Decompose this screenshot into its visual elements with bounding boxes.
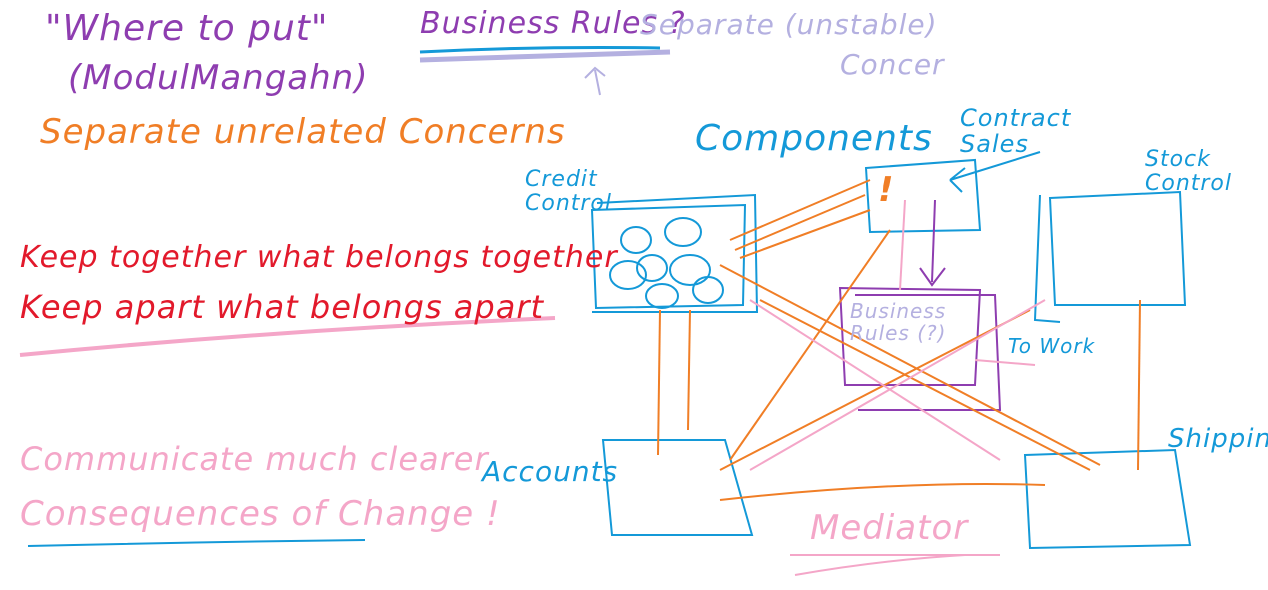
label-accounts: Accounts xyxy=(482,455,619,488)
stock-control-box xyxy=(1048,190,1187,306)
note-separate-unrelated: Separate unrelated Concerns xyxy=(40,112,566,152)
credit-control-box xyxy=(590,203,747,310)
credit-bubble-6 xyxy=(645,283,679,309)
separate-arrow xyxy=(584,66,606,96)
note-keep-together: Keep together what belongs together xyxy=(20,240,618,275)
note-consequences: Consequences of Change ! xyxy=(20,494,501,534)
label-business-rules-box: Business Rules (?) xyxy=(850,299,947,345)
stock-control-box-left xyxy=(1033,194,1061,323)
credit-bubble-7 xyxy=(692,276,724,304)
label-to-work: To Work xyxy=(1008,334,1096,358)
keep-apart-underline xyxy=(19,316,556,357)
business-rules-box-shadow xyxy=(855,294,1002,411)
exclamation-mark: ! xyxy=(878,170,895,210)
label-mediator: Mediator xyxy=(810,508,969,548)
credit-bubble-3 xyxy=(609,260,647,290)
business-rules-underline-2 xyxy=(419,49,671,63)
accounts-box xyxy=(601,439,754,536)
note-separate-unstable: Separate (unstable) xyxy=(640,8,938,41)
label-shipping: Shipping xyxy=(1168,424,1268,454)
business-rules-box xyxy=(838,286,982,386)
sales-to-rules-arrow xyxy=(919,199,946,287)
label-credit-control: Credit Control xyxy=(525,167,613,216)
contract-sales-arrow xyxy=(949,151,1041,193)
label-contract-sales: Contract Sales xyxy=(960,104,1072,158)
mediator-underline xyxy=(794,554,966,576)
credit-control-box-outer xyxy=(592,193,759,313)
pink-connections xyxy=(749,199,1046,556)
note-modul-mangahn: (ModulMangahn) xyxy=(68,58,369,98)
label-components: Components xyxy=(695,118,933,159)
shipping-box xyxy=(1023,448,1192,550)
consequences-underline xyxy=(27,539,366,547)
credit-bubble-1 xyxy=(620,226,652,254)
credit-bubble-5 xyxy=(669,254,711,286)
note-keep-apart: Keep apart what belongs apart xyxy=(20,288,545,326)
credit-bubble-2 xyxy=(664,217,702,247)
note-concer: Concer xyxy=(840,48,945,81)
orange-connections xyxy=(657,179,1141,501)
note-communicate: Communicate much clearer xyxy=(20,440,489,478)
business-rules-underline xyxy=(419,46,661,54)
note-business-rules: Business Rules ? xyxy=(420,6,686,41)
label-stock-control: Stock Control xyxy=(1145,147,1233,196)
credit-bubble-4 xyxy=(636,254,668,282)
note-where-to-put: "Where to put" xyxy=(45,8,329,49)
